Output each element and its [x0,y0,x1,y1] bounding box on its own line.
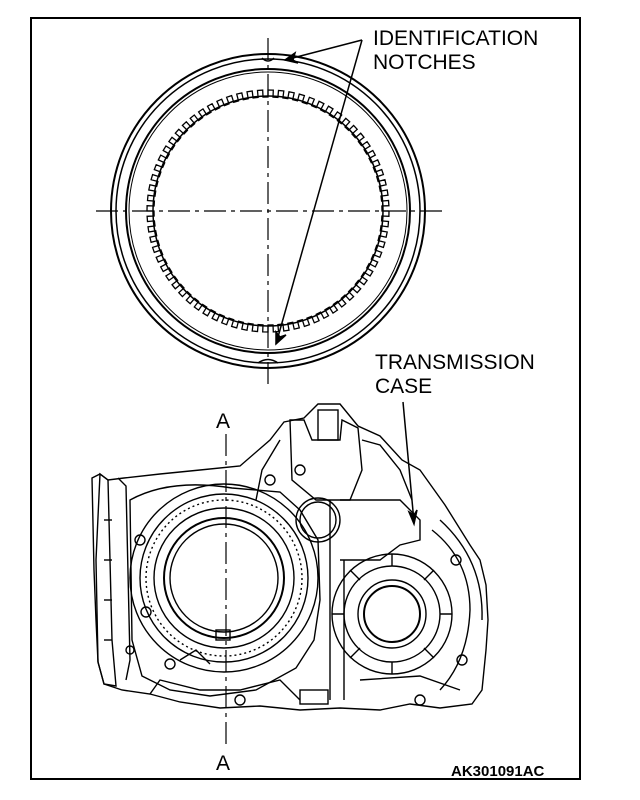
identification-label-line2: NOTCHES [373,51,476,74]
section-label-bottom: A [216,752,231,775]
identification-label-line1: IDENTIFICATION [373,27,539,50]
transmission-label-line1: TRANSMISSION [375,351,535,374]
case-upper-boss [295,497,341,543]
case-leader [402,401,418,527]
figure-code: AK301091AC [451,763,545,780]
case-outline [91,403,489,711]
figure-frame [30,17,581,780]
notch-leaders [275,39,363,346]
transmission-label-line2: CASE [375,375,433,398]
transmission-case [91,403,489,748]
case-main-bore [129,483,319,673]
case-right-bore [331,553,453,675]
notch-bottom [257,358,279,364]
section-label-top: A [216,410,231,433]
plate-friction-ring-inner [128,71,408,351]
case-left-flange [95,472,117,687]
notch-top [261,57,275,62]
clutch-plate [96,38,442,385]
